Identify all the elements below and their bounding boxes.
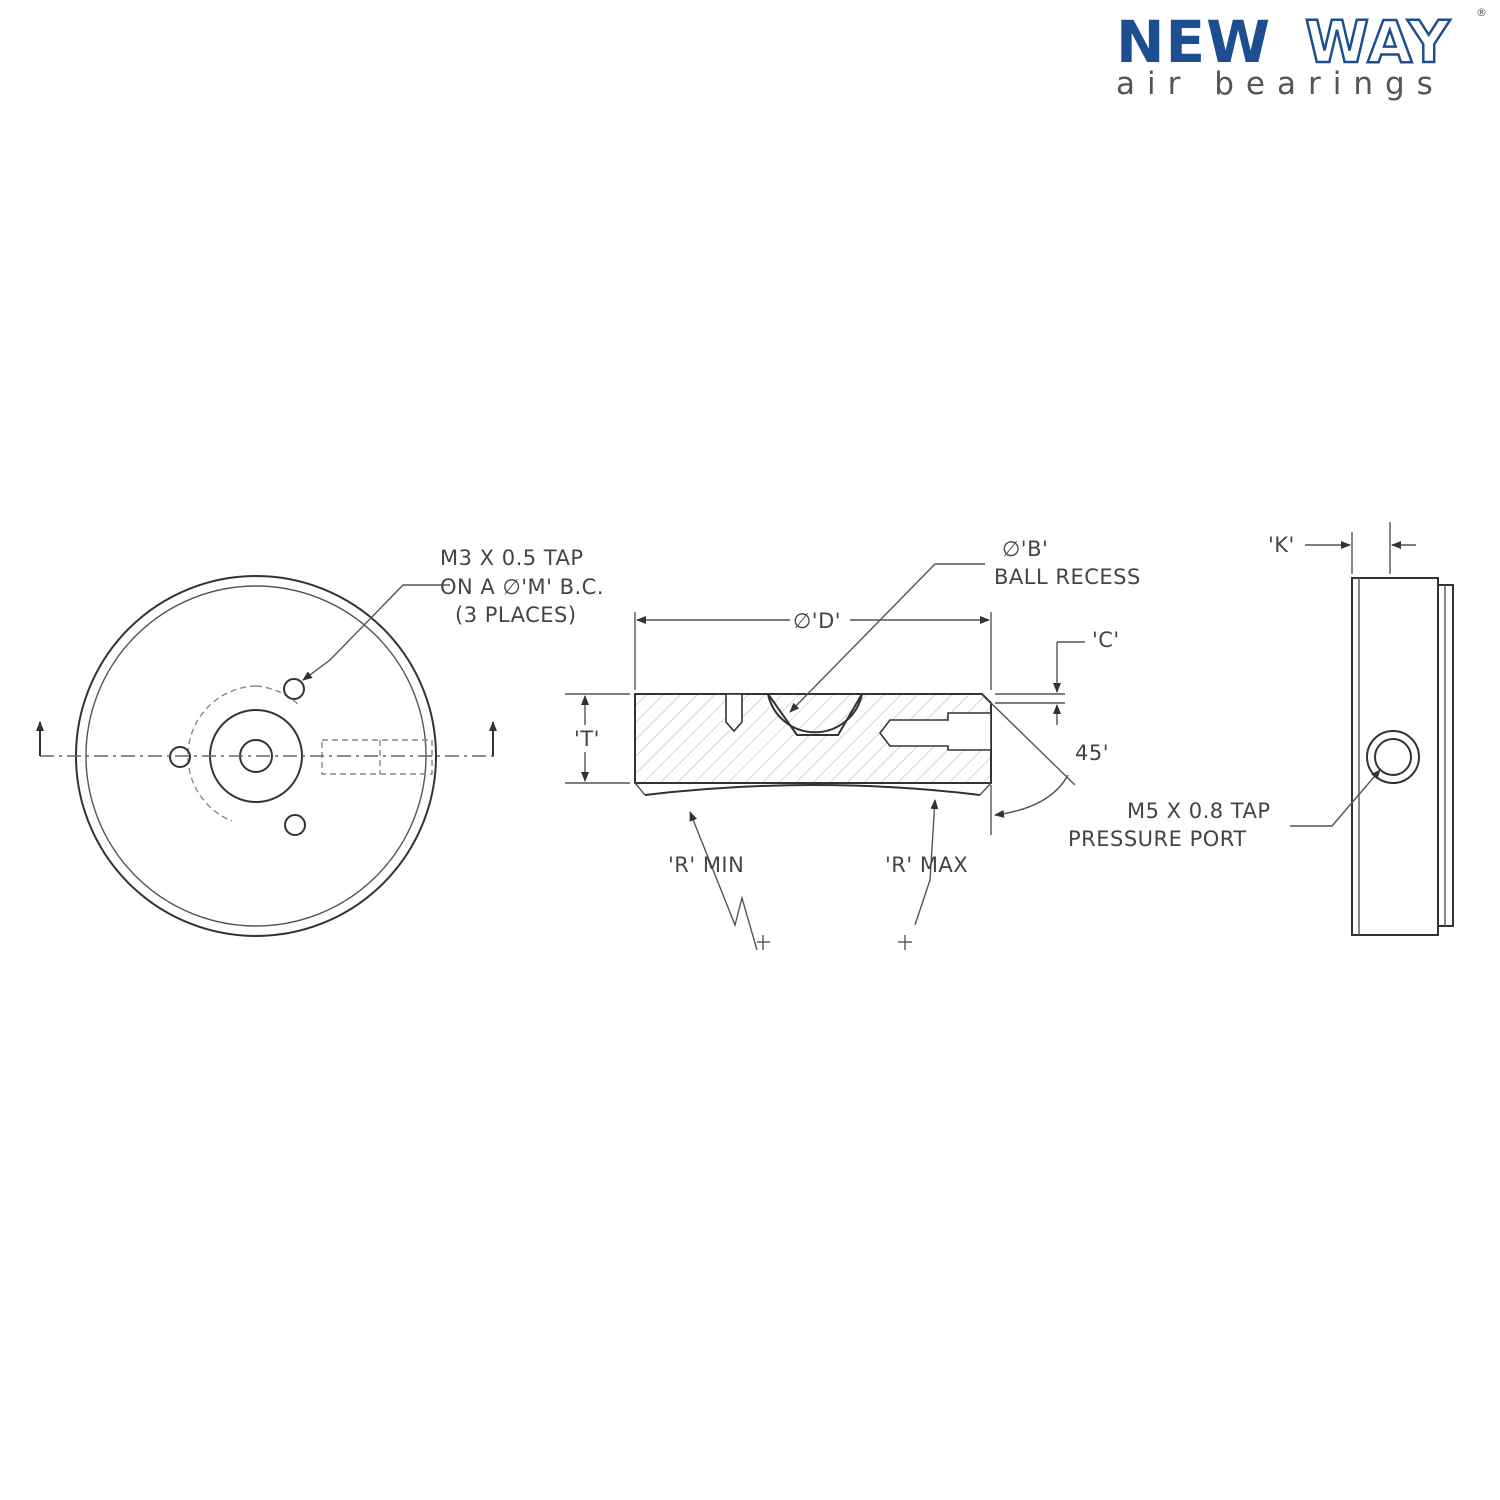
front-view: M3 X 0.5 TAP ON A ∅'M' B.C. (3 PLACES): [36, 546, 604, 937]
tap-hole-bottom: [284, 814, 306, 836]
bolt-circle-arc: [187, 685, 257, 822]
r-max-leader: [914, 799, 939, 926]
ball-recess-leader: [789, 563, 985, 713]
tap-bore: [725, 693, 743, 733]
port-note-line2: PRESSURE PORT: [1068, 827, 1247, 851]
r-min-leader: [689, 811, 758, 951]
ball-recess-dia: ∅'B': [1002, 537, 1048, 561]
logo-word-way: WAY: [1305, 8, 1451, 76]
logo-word-new: NEW: [1116, 8, 1271, 76]
r-min-label: 'R' MIN: [668, 853, 744, 877]
dim-thickness-t: 'T': [574, 727, 600, 751]
tap-hole-left: [169, 746, 191, 768]
side-body: [1351, 577, 1439, 936]
svg-text:(3 PLACES): (3 PLACES): [455, 603, 577, 627]
dim-k: 'K': [1268, 533, 1295, 557]
port-bore: [878, 712, 992, 751]
brand-logo: NEW WAY ® air bearings: [1116, 6, 1487, 102]
section-view: ∅'D' 'T' ∅'B' BALL RECESS 'C' 45' 'R' MI…: [565, 537, 1141, 951]
tap-leader: [302, 584, 450, 681]
port-note-line1: M5 X 0.8 TAP: [1127, 799, 1271, 823]
dim-chamfer-c: 'C': [1092, 628, 1120, 652]
tap-hole-top: [283, 678, 305, 700]
hidden-port: [321, 739, 433, 775]
ball-recess-label: BALL RECESS: [994, 565, 1141, 589]
svg-text:ON A ∅'M' B.C.: ON A ∅'M' B.C.: [440, 575, 604, 599]
tap-note: M3 X 0.5 TAP ON A ∅'M' B.C. (3 PLACES): [440, 546, 604, 627]
registered-mark: ®: [1476, 6, 1487, 19]
r-max-label: 'R' MAX: [885, 853, 968, 877]
concave-face: [644, 784, 981, 796]
svg-text:M3 X 0.5 TAP: M3 X 0.5 TAP: [440, 546, 584, 570]
pressure-port-outer: [1366, 730, 1420, 784]
logo-tagline: air bearings: [1116, 66, 1445, 102]
port-leader: [1290, 769, 1381, 827]
dim-diameter-d: ∅'D': [793, 609, 841, 633]
dim-angle-45: 45': [1075, 741, 1109, 765]
ball-recess: [767, 693, 863, 736]
side-view: 'K' M5 X 0.8 TAP PRESSURE PORT: [1068, 522, 1454, 936]
pressure-port-inner: [1374, 738, 1412, 776]
